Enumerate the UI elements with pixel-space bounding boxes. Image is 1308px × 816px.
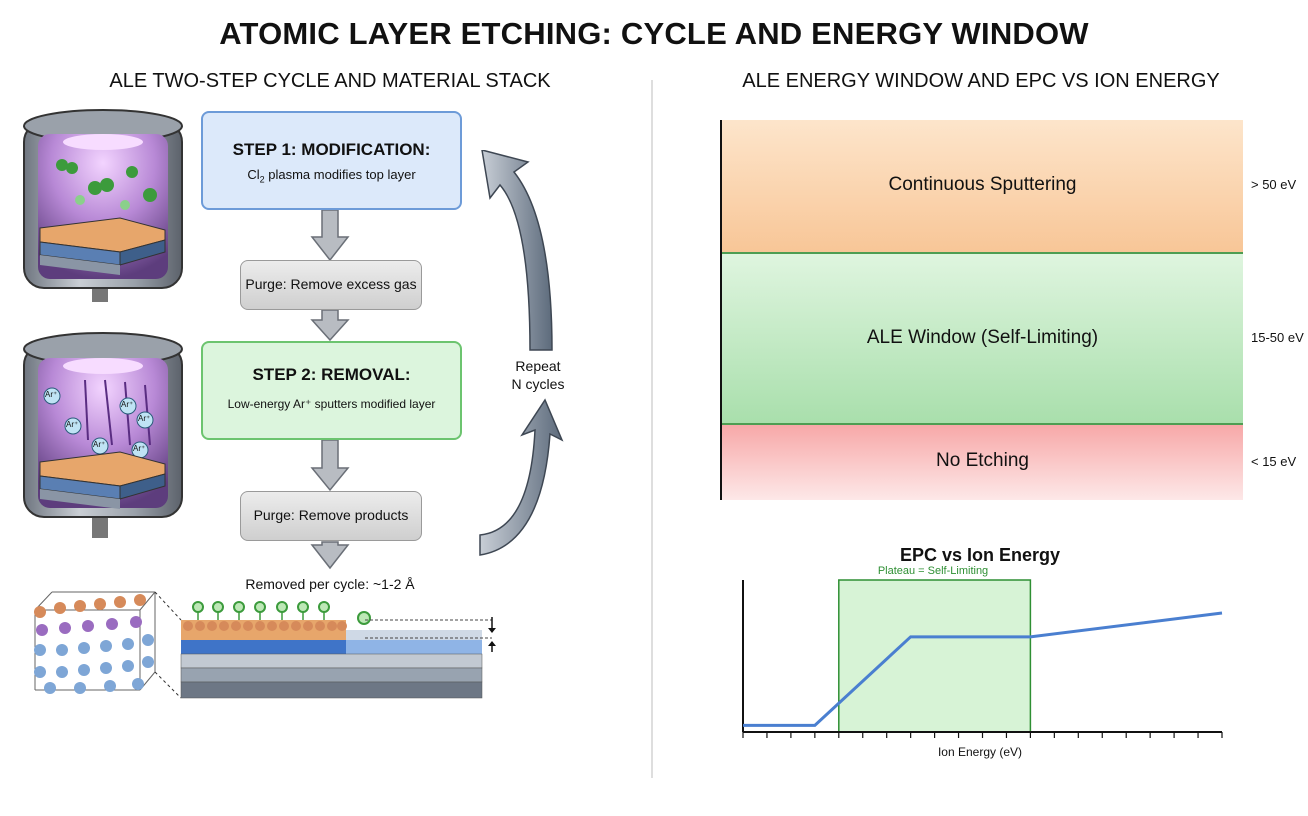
repeat-label: Repeat N cycles (511, 358, 565, 392)
chart-axes (742, 580, 1223, 738)
chamber-illustrations (23, 109, 183, 538)
epc-chart (742, 579, 1223, 738)
step1-modification-box: STEP 1: MODIFICATION: Cl2 plasma modifie… (201, 111, 462, 210)
modification-chamber (23, 109, 183, 302)
crystal-lattice (34, 591, 182, 699)
removed-per-cycle-label: Removed per cycle: ~1-2 Å (245, 576, 415, 592)
material-stack-illustration (34, 591, 496, 699)
down-arrow-4 (310, 541, 350, 570)
repeat-arrow-upper (481, 150, 553, 351)
flow-arrows (310, 209, 350, 570)
repeat-arrows (479, 150, 564, 556)
range-label-mid: 15-50 eV (1251, 330, 1304, 345)
band-no-etching: No Etching (722, 425, 1243, 500)
x-axis-label: Ion Energy (eV) (937, 745, 1023, 759)
ion-label: Ar⁺ (93, 440, 106, 449)
left-section-title: ALE TWO-STEP CYCLE AND MATERIAL STACK (109, 70, 551, 92)
range-label-high: > 50 eV (1251, 177, 1297, 192)
epc-series-line (743, 611, 1223, 727)
step1-description: Cl2 plasma modifies top layer (247, 167, 416, 185)
purge-products-box: Purge: Remove products (240, 491, 422, 541)
ion-label: Ar⁺ (121, 400, 134, 409)
repeat-arrow-lower (479, 398, 564, 556)
ion-label: Ar⁺ (45, 390, 58, 399)
step2-heading: STEP 2: REMOVAL: (252, 365, 411, 384)
chart-title: EPC vs Ion Energy (899, 545, 1061, 565)
ion-label: Ar⁺ (133, 444, 146, 453)
step1-heading: STEP 1: MODIFICATION: (232, 140, 431, 159)
purge-excess-gas-box: Purge: Remove excess gas (240, 260, 422, 310)
ion-label: Ar⁺ (66, 420, 79, 429)
ion-label: Ar⁺ (138, 414, 151, 423)
energy-axis (720, 120, 722, 500)
range-label-low: < 15 eV (1251, 454, 1297, 469)
down-arrow-1 (310, 209, 350, 262)
plateau-annotation: Plateau = Self-Limiting (877, 565, 989, 577)
ar-ions (43, 387, 154, 459)
down-arrow-2 (310, 309, 350, 342)
step2-description: Low-energy Ar⁺ sputters modified layer (227, 397, 436, 411)
right-section-title: ALE ENERGY WINDOW AND EPC VS ION ENERGY (742, 70, 1220, 92)
down-arrow-3 (310, 439, 350, 492)
removal-chamber (23, 332, 183, 538)
section-divider (651, 80, 653, 778)
film-stack (180, 601, 496, 699)
cl2-molecules (56, 159, 157, 210)
page-title: ATOMIC LAYER ETCHING: CYCLE AND ENERGY W… (219, 16, 1089, 51)
step2-removal-box: STEP 2: REMOVAL: Low-energy Ar⁺ sputters… (201, 341, 462, 440)
plateau-region (838, 579, 1032, 733)
band-continuous-sputtering: Continuous Sputtering (722, 120, 1243, 254)
band-ale-window: ALE Window (Self-Limiting) (722, 254, 1243, 425)
